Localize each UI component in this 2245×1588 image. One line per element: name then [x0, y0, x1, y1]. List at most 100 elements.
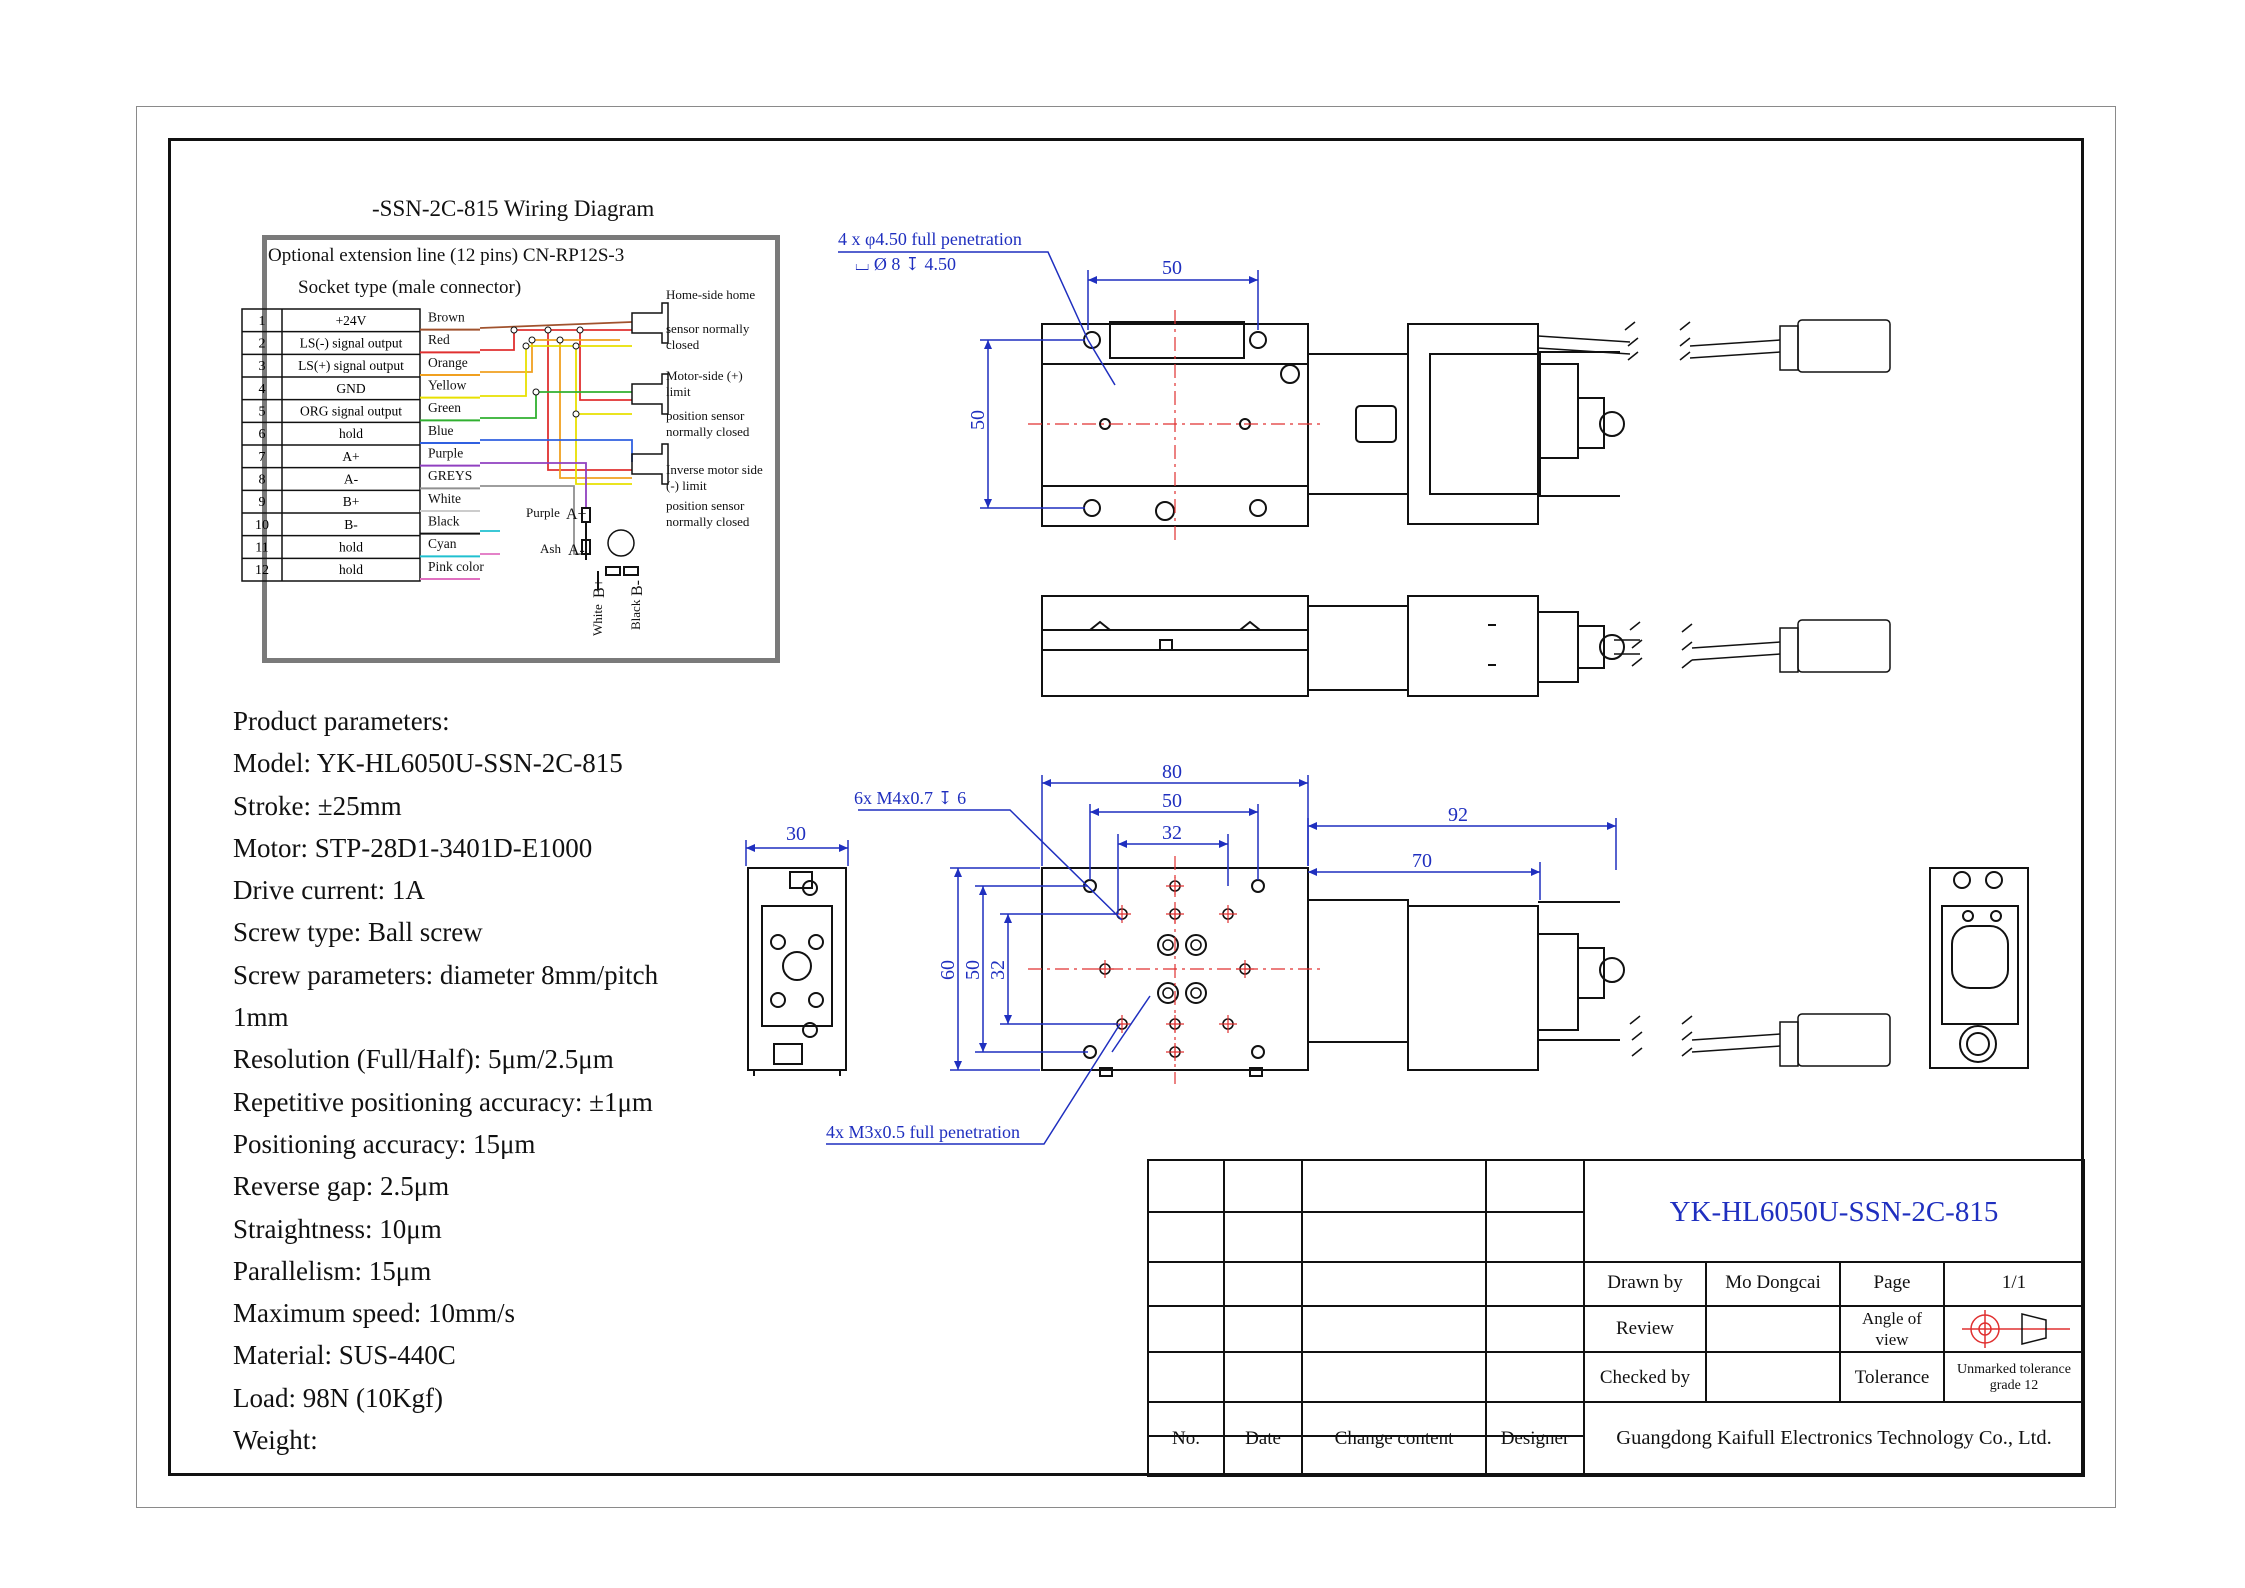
pin-number: 9 — [259, 495, 266, 510]
right-end-view — [1929, 867, 2029, 1069]
motor-label-ash: Ash — [540, 541, 561, 556]
pin-number: 2 — [259, 337, 266, 352]
pin-number: 11 — [255, 541, 268, 556]
title-block-grid — [1147, 1159, 2085, 1477]
sensor-wire — [480, 339, 632, 479]
parameter-line: Stroke: ±25mm — [233, 790, 402, 821]
pin-number: 12 — [255, 563, 269, 578]
sensor-inverse-line4: normally closed — [666, 514, 750, 529]
wire-junction — [528, 336, 536, 344]
bottom-view — [1041, 867, 1625, 1077]
hole-note-2: ⌴ Ø 8 ↧ 4.50 — [855, 254, 956, 274]
page-label: Page — [1873, 1272, 1911, 1293]
col-date: Date — [1245, 1428, 1281, 1449]
pin-signal: GND — [336, 381, 365, 396]
hole-note-1: 4 x φ4.50 full penetration — [838, 229, 1022, 249]
wire-junction — [532, 388, 540, 396]
top-view-cables — [1537, 319, 1891, 373]
parameter-line: Parallelism: 15μm — [233, 1255, 432, 1286]
pin-number: 4 — [259, 382, 266, 397]
side-view — [1041, 595, 1625, 697]
tolerance-label: Tolerance — [1854, 1367, 1930, 1388]
through-hole — [1251, 1045, 1265, 1059]
pin-signal: hold — [339, 540, 363, 555]
socket-type-label: Socket type (male connector) — [298, 277, 522, 298]
sensor-motor-line3: position sensor — [666, 408, 745, 423]
sensor-motor-line4: normally closed — [666, 424, 750, 439]
pin-signal: B- — [344, 517, 358, 532]
parameter-line: Screw type: Ball screw — [233, 917, 483, 948]
pin-signal: ORG signal output — [300, 404, 402, 419]
sensor-wire — [480, 439, 633, 462]
pin-number: 6 — [259, 427, 266, 442]
wire-color-label: Purple — [428, 445, 463, 460]
col-designer: Designer — [1500, 1428, 1570, 1449]
motor-label-purple: Purple — [526, 505, 560, 520]
pin-number: 3 — [259, 359, 266, 374]
sensor-inverse-line1: Inverse motor side — [666, 462, 763, 477]
outer-frame — [136, 106, 2116, 1508]
sensor-symbols — [631, 302, 669, 485]
pin-number: 7 — [259, 450, 266, 465]
wire-color-label: Orange — [428, 355, 468, 370]
parameter-line: Material: SUS-440C — [233, 1340, 456, 1371]
parameter-line: Load: 98N (10Kgf) — [233, 1382, 443, 1413]
dim-v60: 60 — [937, 960, 959, 980]
left-end-view — [747, 867, 847, 1076]
parameter-line: Motor: STP-28D1-3401D-E1000 — [233, 832, 593, 863]
angle-of-view-label: Angle of view — [1862, 1309, 1922, 1349]
motor-wire — [480, 485, 582, 555]
product-parameters: Product parameters:Model: YK-HL6050U-SSN… — [233, 700, 658, 1461]
wire-junction — [556, 336, 564, 344]
parameter-line: Drive current: 1A — [233, 875, 425, 906]
bottom-view-cables — [1629, 1013, 1891, 1067]
sensor-inverse-line3: position sensor — [666, 498, 745, 513]
wire-junction — [572, 342, 580, 350]
pin-number: 10 — [255, 518, 269, 533]
parameter-line: Repetitive positioning accuracy: ±1μm — [233, 1086, 653, 1117]
extension-line-label: Optional extension line (12 pins) CN-RP1… — [268, 245, 625, 266]
sensor-wire — [479, 321, 633, 329]
wire-color-label: Green — [428, 400, 461, 415]
dim-50: 50 — [1162, 790, 1182, 812]
side-view-cables — [1614, 619, 1891, 673]
parameter-line: Product parameters: — [233, 706, 450, 736]
wire-color-label: Yellow — [428, 377, 467, 392]
motor-wire — [480, 462, 587, 508]
dim-v32: 32 — [987, 960, 1009, 980]
wiring-diagram-box — [262, 235, 780, 663]
motor-label-b-plus: B+ — [591, 578, 608, 598]
dim-top-width: 50 — [1162, 257, 1182, 279]
drawn-by-label: Drawn by — [1607, 1272, 1683, 1293]
pin-signal: LS(-) signal output — [300, 336, 403, 351]
drawing-border — [168, 138, 2084, 1476]
dim-32: 32 — [1162, 822, 1182, 844]
tolerance-value: Unmarked tolerance grade 12 — [1957, 1362, 2071, 1393]
page-value: 1/1 — [2001, 1272, 2027, 1293]
sensor-wire — [480, 391, 632, 419]
dim-top-height: 50 — [967, 410, 989, 430]
dim-70: 70 — [1412, 850, 1432, 872]
dim-80: 80 — [1162, 761, 1182, 783]
wire-junction — [510, 326, 518, 334]
counterbore-inner — [1190, 939, 1202, 951]
sensor-wire — [480, 329, 632, 471]
motor-label-white: White — [590, 604, 605, 636]
checked-by-label: Checked by — [1599, 1367, 1691, 1388]
dim-v50: 50 — [962, 960, 984, 980]
wire-color-label: Red — [428, 332, 450, 347]
pin-number: 5 — [259, 405, 266, 420]
counterbore-hole — [1157, 982, 1179, 1004]
motor-label-a-minus: A- — [568, 542, 585, 559]
motor-label-a-plus: A+ — [566, 506, 587, 523]
wire-color-label: Black — [428, 513, 460, 528]
parameter-line: Weight: — [233, 1425, 318, 1456]
drawn-by-value: Mo Dongcai — [1725, 1272, 1821, 1293]
parameter-line: Resolution (Full/Half): 5μm/2.5μm — [233, 1044, 614, 1075]
tap-note: 6x M4x0.7 ↧ 6 — [854, 788, 966, 808]
parameter-line: Straightness: 10μm — [233, 1213, 442, 1244]
counterbore-hole — [1185, 982, 1207, 1004]
company-name: Guangdong Kaifull Electronics Technology… — [1616, 1427, 2052, 1449]
review-label: Review — [1615, 1318, 1675, 1339]
